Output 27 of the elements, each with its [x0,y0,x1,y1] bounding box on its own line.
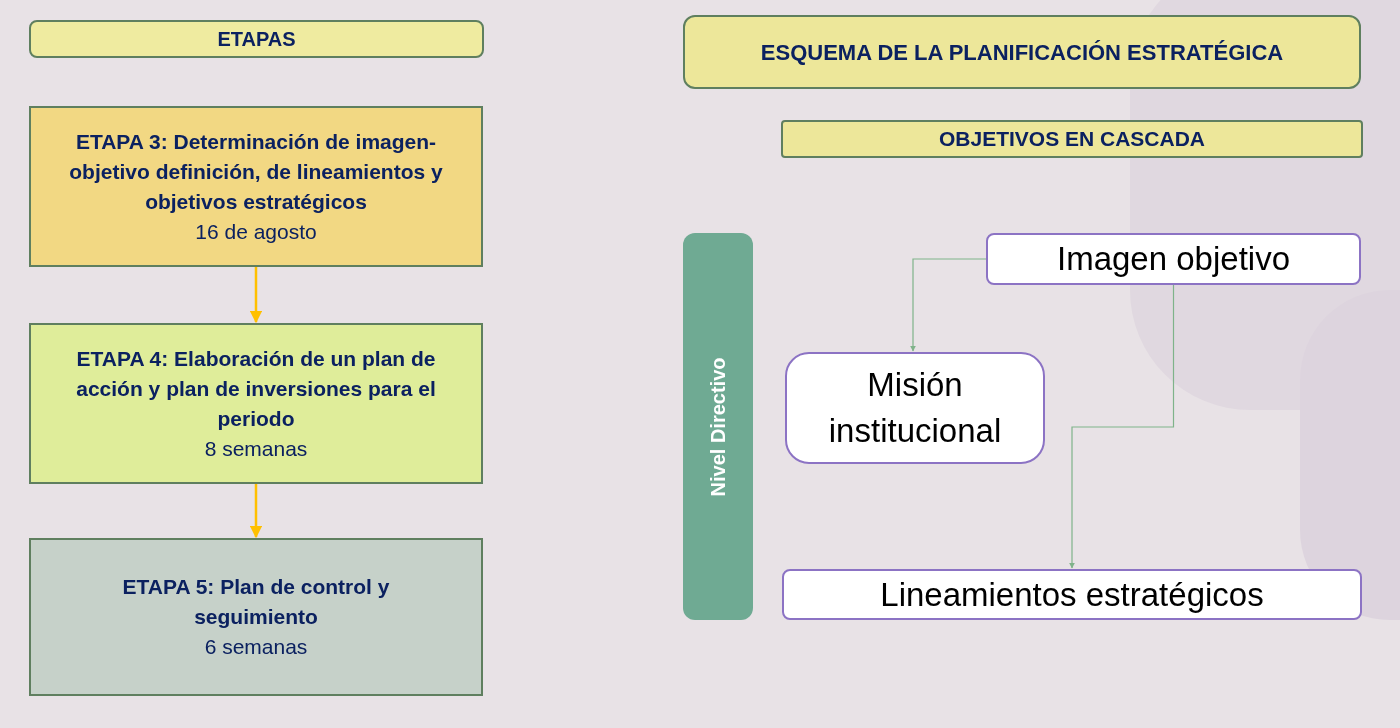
header-text: OBJETIVOS EN CASCADA [938,126,1205,153]
objective-text: Misión institucional [827,365,1003,451]
level-label: Nivel Directivo [706,357,730,496]
stage-duration: 8 semanas [204,435,308,462]
arrow [1069,284,1175,569]
stage-duration: 16 de agosto [195,218,317,245]
stage-box [29,538,483,696]
stage-box [29,106,483,267]
stage-title: ETAPA 5: Plan de control y seguimiento [121,574,391,630]
objective-text: Lineamientos estratégicos [880,574,1264,615]
level-band [683,233,753,620]
objective-box [986,233,1361,285]
arrow [249,484,263,539]
stage-title: ETAPA 4: Elaboración de un plan de acción y plan de inversiones para el periodo [75,345,437,432]
title-text: ESQUEMA DE LA PLANIFICACIÓN ESTRATÉGICA [760,38,1284,67]
stage-box [29,323,483,484]
header-box [781,120,1363,158]
objective-box [785,352,1045,464]
arrow [910,258,987,352]
stage-title: ETAPA 3: Determinación de imagen-objetivo definición, de lineamientos y objetivos estratégicos [68,128,444,215]
objective-box [782,569,1362,620]
header-text: ETAPAS [217,27,296,52]
header-box [29,20,484,58]
stage-duration: 6 semanas [204,634,308,660]
objective-text: Imagen objetivo [1057,239,1290,280]
title-box [683,15,1361,89]
arrow [249,267,263,324]
